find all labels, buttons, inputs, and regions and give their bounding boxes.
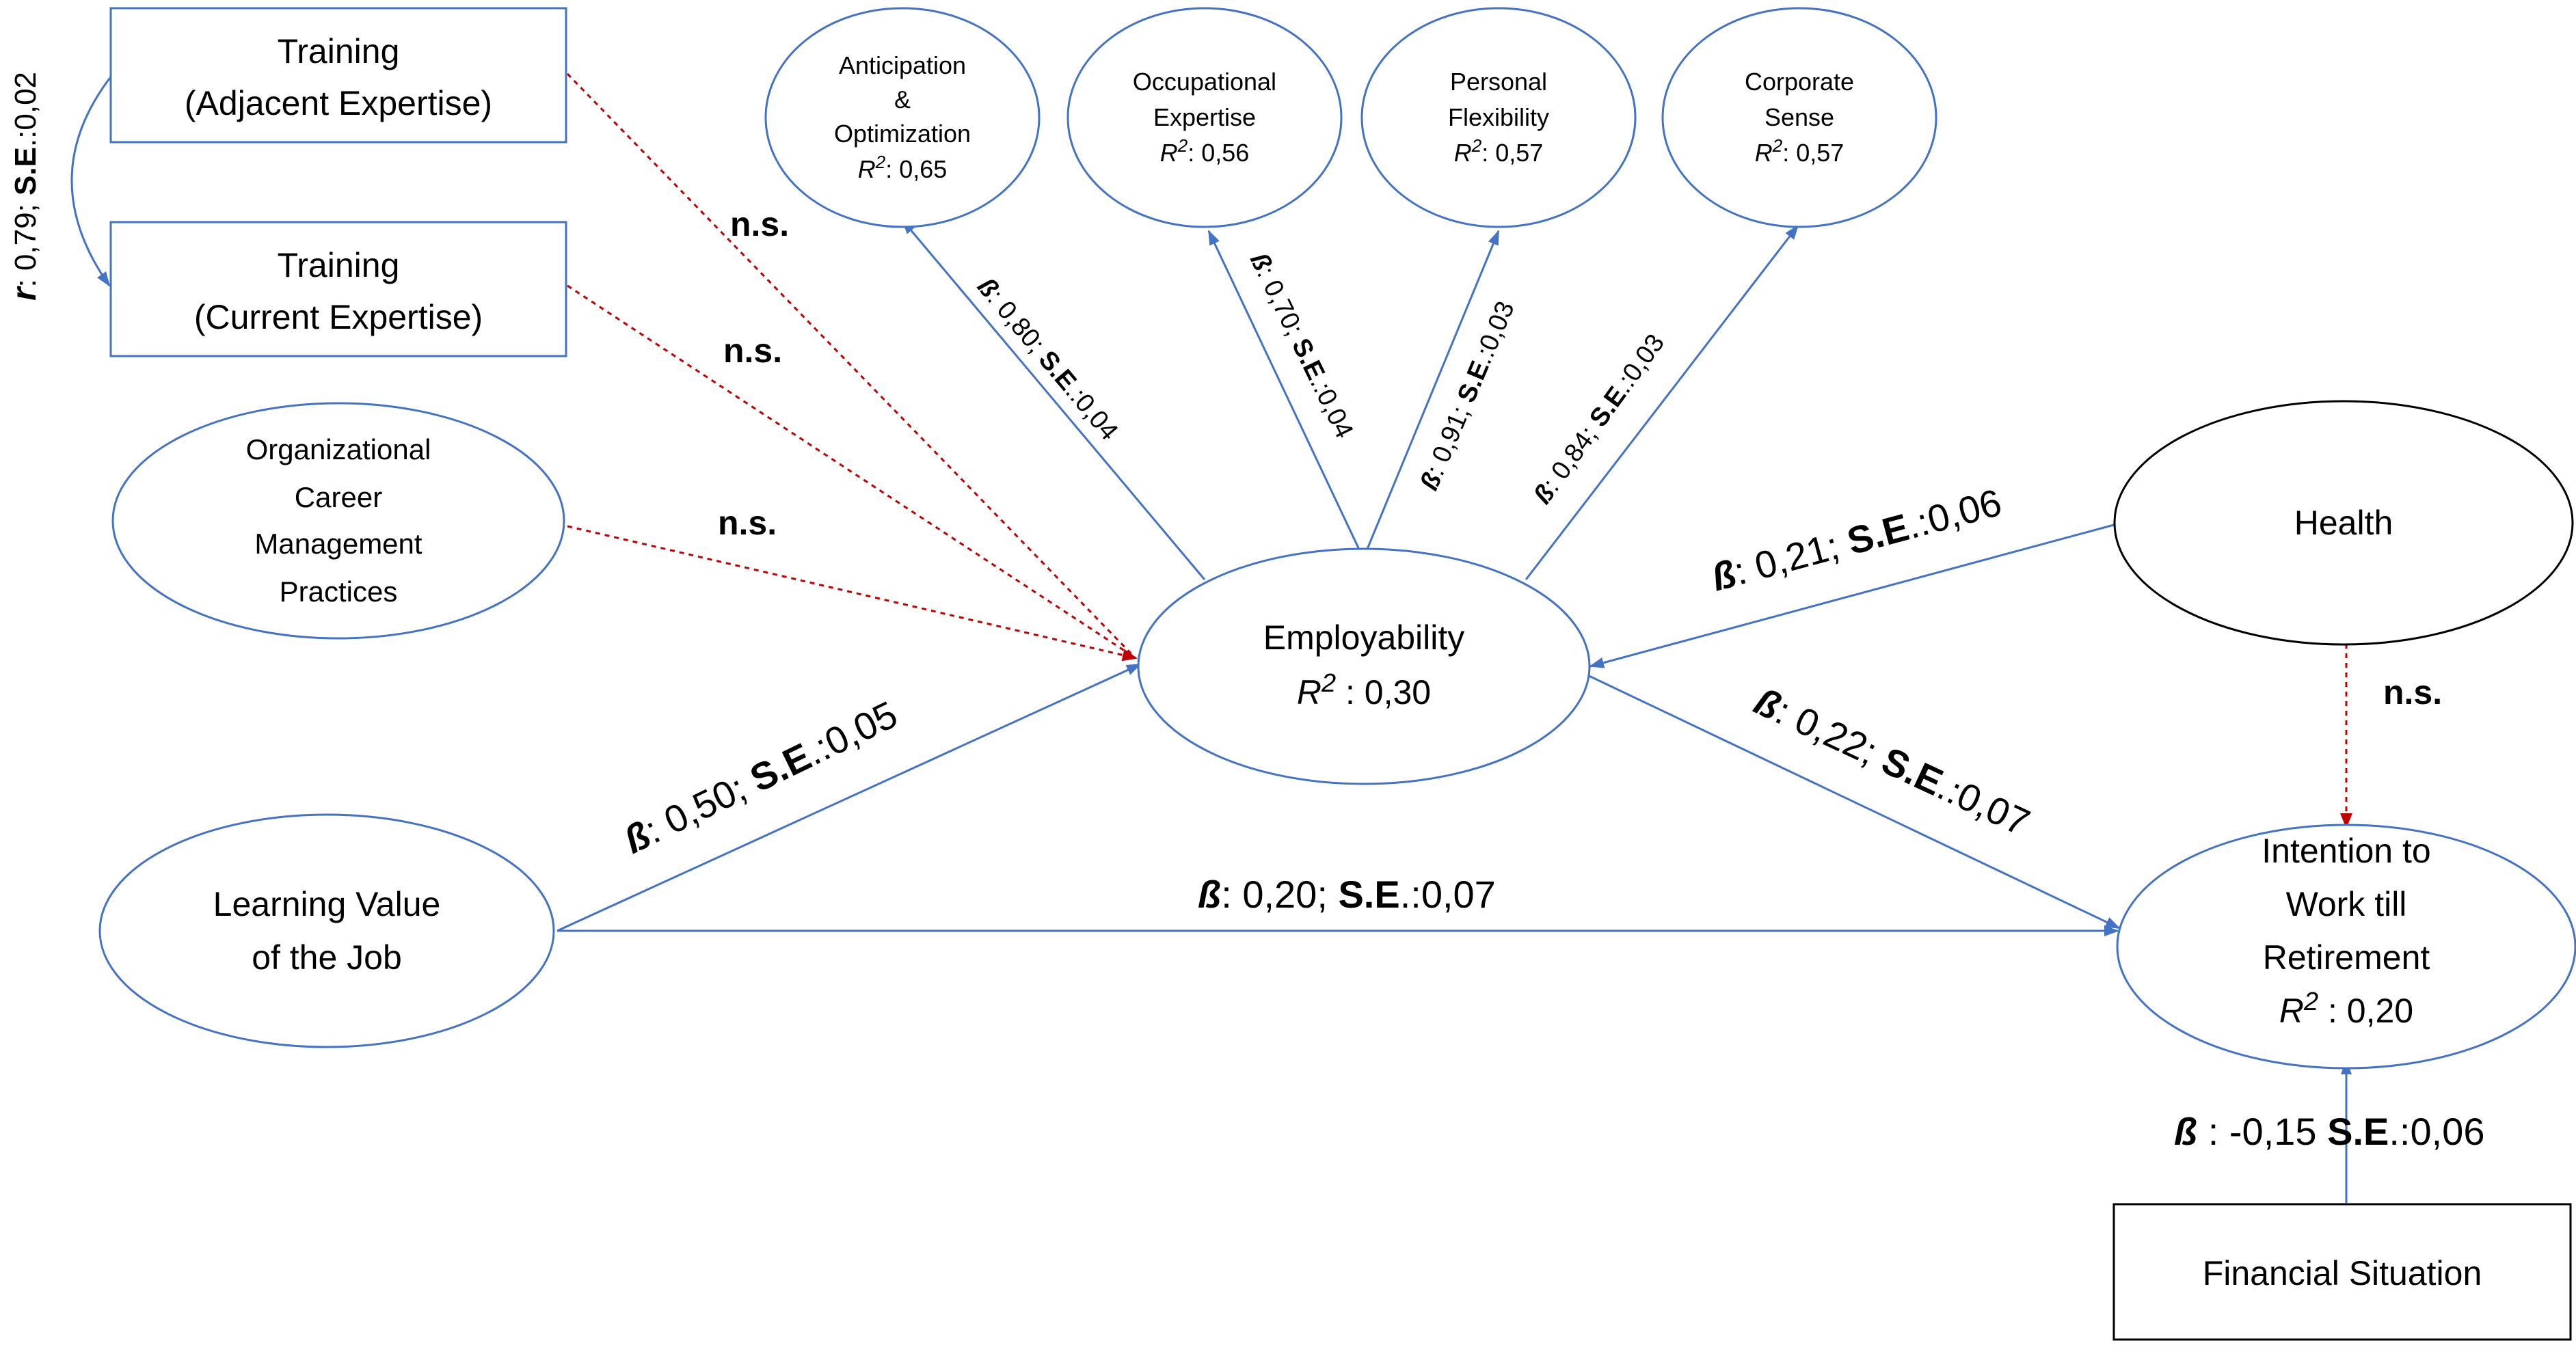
path-adjacent-to-employability	[566, 72, 1136, 659]
ocmp-node: Organizational Career Management Practic…	[111, 402, 565, 640]
intention-line1: Intention to	[2262, 832, 2430, 870]
learning-value-line1: Learning Value	[213, 885, 441, 923]
personal-flexibility-r2: R2: 0,57	[1454, 135, 1544, 167]
health-label: Health	[2294, 504, 2393, 542]
personal-flexibility-line2: Flexibility	[1448, 103, 1549, 131]
path-current-to-employability	[567, 284, 1136, 659]
training-adjacent-line1: Training	[278, 32, 400, 70]
ns-label-ocmp: n.s.	[718, 504, 777, 542]
ns-label-adjacent: n.s.	[730, 205, 789, 243]
financial-node: Financial Situation	[2112, 1203, 2572, 1341]
ocmp-line3: Management	[254, 528, 422, 560]
anticipation-line2: &	[894, 85, 911, 113]
label-health-employability: ß: 0,21; S.E.:0,06	[1707, 480, 2006, 599]
ocmp-line4: Practices	[280, 575, 398, 608]
corporate-sense-line2: Sense	[1765, 103, 1834, 131]
training-adjacent-node: Training (Adjacent Expertise)	[109, 7, 567, 144]
training-current-node: Training (Current Expertise)	[109, 221, 567, 357]
intention-r2: R2 : 0,20	[2279, 988, 2413, 1030]
label-emp-anticipation: ß: 0,80; S.E.:0,04	[971, 273, 1123, 446]
path-employability-to-anticipation	[901, 219, 1206, 580]
occupational-r2: R2: 0,56	[1160, 135, 1250, 167]
path-learning-to-employability	[556, 663, 1142, 932]
personal-flexibility-node: Personal Flexibility R2: 0,57	[1360, 7, 1637, 228]
learning-value-node: Learning Value of the Job	[98, 813, 555, 1048]
learning-value-line2: of the Job	[252, 938, 402, 977]
occupational-node: Occupational Expertise R2: 0,56	[1066, 7, 1343, 228]
intention-line3: Retirement	[2263, 938, 2430, 977]
label-financial-intention: ß : -0,15 S.E.:0,06	[2174, 1110, 2484, 1153]
correlation-label: r: 0,79; S.E.:0,02	[5, 72, 43, 301]
intention-node: Intention to Work till Retirement R2 : 0…	[2116, 824, 2576, 1070]
intention-line2: Work till	[2286, 885, 2407, 923]
correlation-arc	[70, 64, 122, 287]
path-employability-to-occupational	[1207, 230, 1362, 553]
ns-label-current: n.s.	[723, 331, 782, 370]
ocmp-line2: Career	[295, 481, 382, 513]
path-employability-to-intention	[1583, 672, 2121, 929]
financial-label: Financial Situation	[2203, 1254, 2482, 1292]
health-node: Health	[2113, 400, 2574, 646]
path-employability-to-corporate	[1525, 224, 1799, 580]
ns-label-health-intention: n.s.	[2383, 673, 2442, 711]
path-health-to-employability	[1589, 524, 2115, 668]
anticipation-line3: Optimization	[834, 120, 971, 148]
occupational-line2: Expertise	[1153, 103, 1256, 131]
training-adjacent-line2: (Adjacent Expertise)	[185, 84, 492, 122]
label-learning-intention: ß: 0,20; S.E.:0,07	[1198, 873, 1496, 916]
path-employability-to-personal	[1365, 230, 1500, 553]
anticipation-line1: Anticipation	[839, 51, 966, 79]
training-current-line2: (Current Expertise)	[194, 298, 483, 336]
personal-flexibility-line1: Personal	[1450, 68, 1547, 96]
ocmp-line1: Organizational	[246, 433, 431, 465]
corporate-sense-node: Corporate Sense R2: 0,57	[1661, 7, 1937, 228]
anticipation-node: Anticipation & Optimization R2: 0,65	[764, 7, 1041, 228]
corporate-sense-line1: Corporate	[1745, 68, 1854, 96]
employability-node: Employability R2 : 0,30	[1137, 547, 1591, 785]
path-ocmp-to-employability	[567, 525, 1138, 662]
label-emp-occupational: ß: 0,70; S.E.:0,04	[1244, 249, 1358, 443]
anticipation-r2: R2: 0,65	[858, 152, 948, 183]
employability-line1: Employability	[1263, 619, 1465, 657]
label-learning-employability: ß: 0,50; S.E.:0,05	[617, 692, 904, 862]
corporate-sense-r2: R2: 0,57	[1755, 135, 1844, 167]
employability-r2: R2 : 0,30	[1297, 669, 1431, 711]
training-current-line1: Training	[278, 246, 400, 284]
occupational-line1: Occupational	[1133, 68, 1276, 96]
